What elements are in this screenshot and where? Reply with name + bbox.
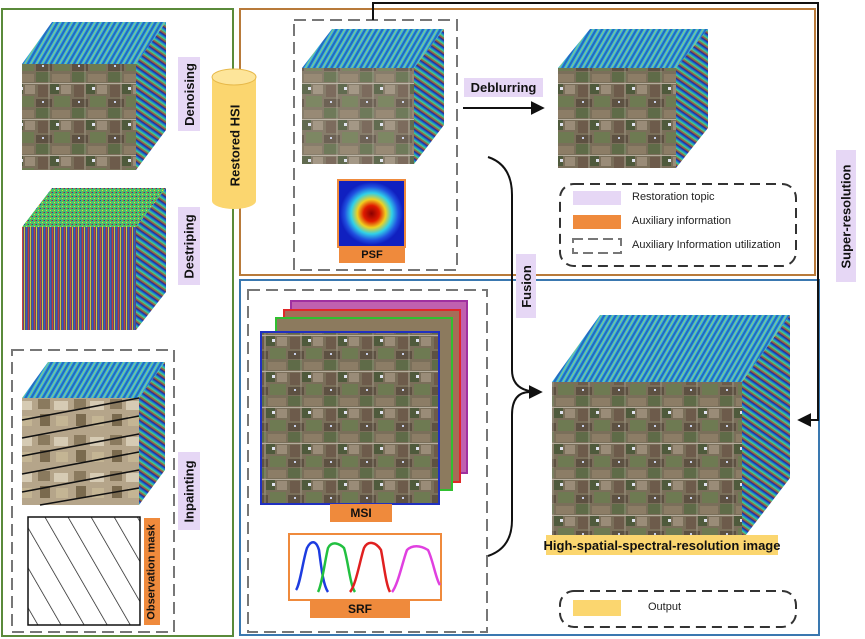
fusion-arrow-top xyxy=(487,156,543,399)
legend-swatch-utilization xyxy=(572,238,622,254)
legend-output-text: Output xyxy=(648,601,682,613)
legend-swatch-restoration xyxy=(573,191,621,205)
legend-auxiliary-text: Auxiliary information xyxy=(632,215,732,227)
psf-label: PSF xyxy=(339,247,405,263)
output-hsi-cube xyxy=(552,315,790,540)
denoising-label: Denoising xyxy=(178,57,200,131)
destriping-label: Destriping xyxy=(178,207,200,285)
legend-box xyxy=(559,183,797,267)
deblurring-label: Deblurring xyxy=(464,78,543,97)
denoising-cube xyxy=(22,22,166,170)
inpainting-label: Inpainting xyxy=(178,452,200,530)
destriping-cube xyxy=(22,188,166,330)
inpainting-cube xyxy=(21,362,165,506)
legend-utilization-text: Auxiliary Information utilization xyxy=(632,239,781,251)
observation-mask-label: Observation mask xyxy=(144,518,160,625)
legend-swatch-output xyxy=(573,600,621,616)
output-image-label: High-spatial-spectral-resolution image xyxy=(544,535,780,555)
msi-label: MSI xyxy=(330,504,392,522)
restored-hsi-cylinder xyxy=(211,68,257,209)
fusion-arrow-bottom xyxy=(487,391,531,557)
fusion-label: Fusion xyxy=(516,254,536,318)
legend-restoration-text: Restoration topic xyxy=(632,191,715,203)
blurred-hsi-cube xyxy=(302,29,444,164)
observation-mask-image xyxy=(27,516,141,626)
legend-output-box xyxy=(559,590,797,628)
inpainting-dashed-box xyxy=(11,349,175,633)
srf-label: SRF xyxy=(310,600,410,618)
legend-swatch-auxiliary xyxy=(573,215,621,229)
psf-kernel-heat xyxy=(340,182,403,245)
restored-hsi-label: Restored HSI xyxy=(227,104,243,186)
srf-plot xyxy=(288,533,442,601)
left-panel xyxy=(1,8,234,637)
msi-dashed-box xyxy=(247,289,488,633)
msi-band-stack xyxy=(260,300,468,505)
psf-dashed-box xyxy=(293,19,458,271)
super-resolution-label: Super-resolution xyxy=(836,150,856,282)
deblurred-cube xyxy=(558,29,708,168)
